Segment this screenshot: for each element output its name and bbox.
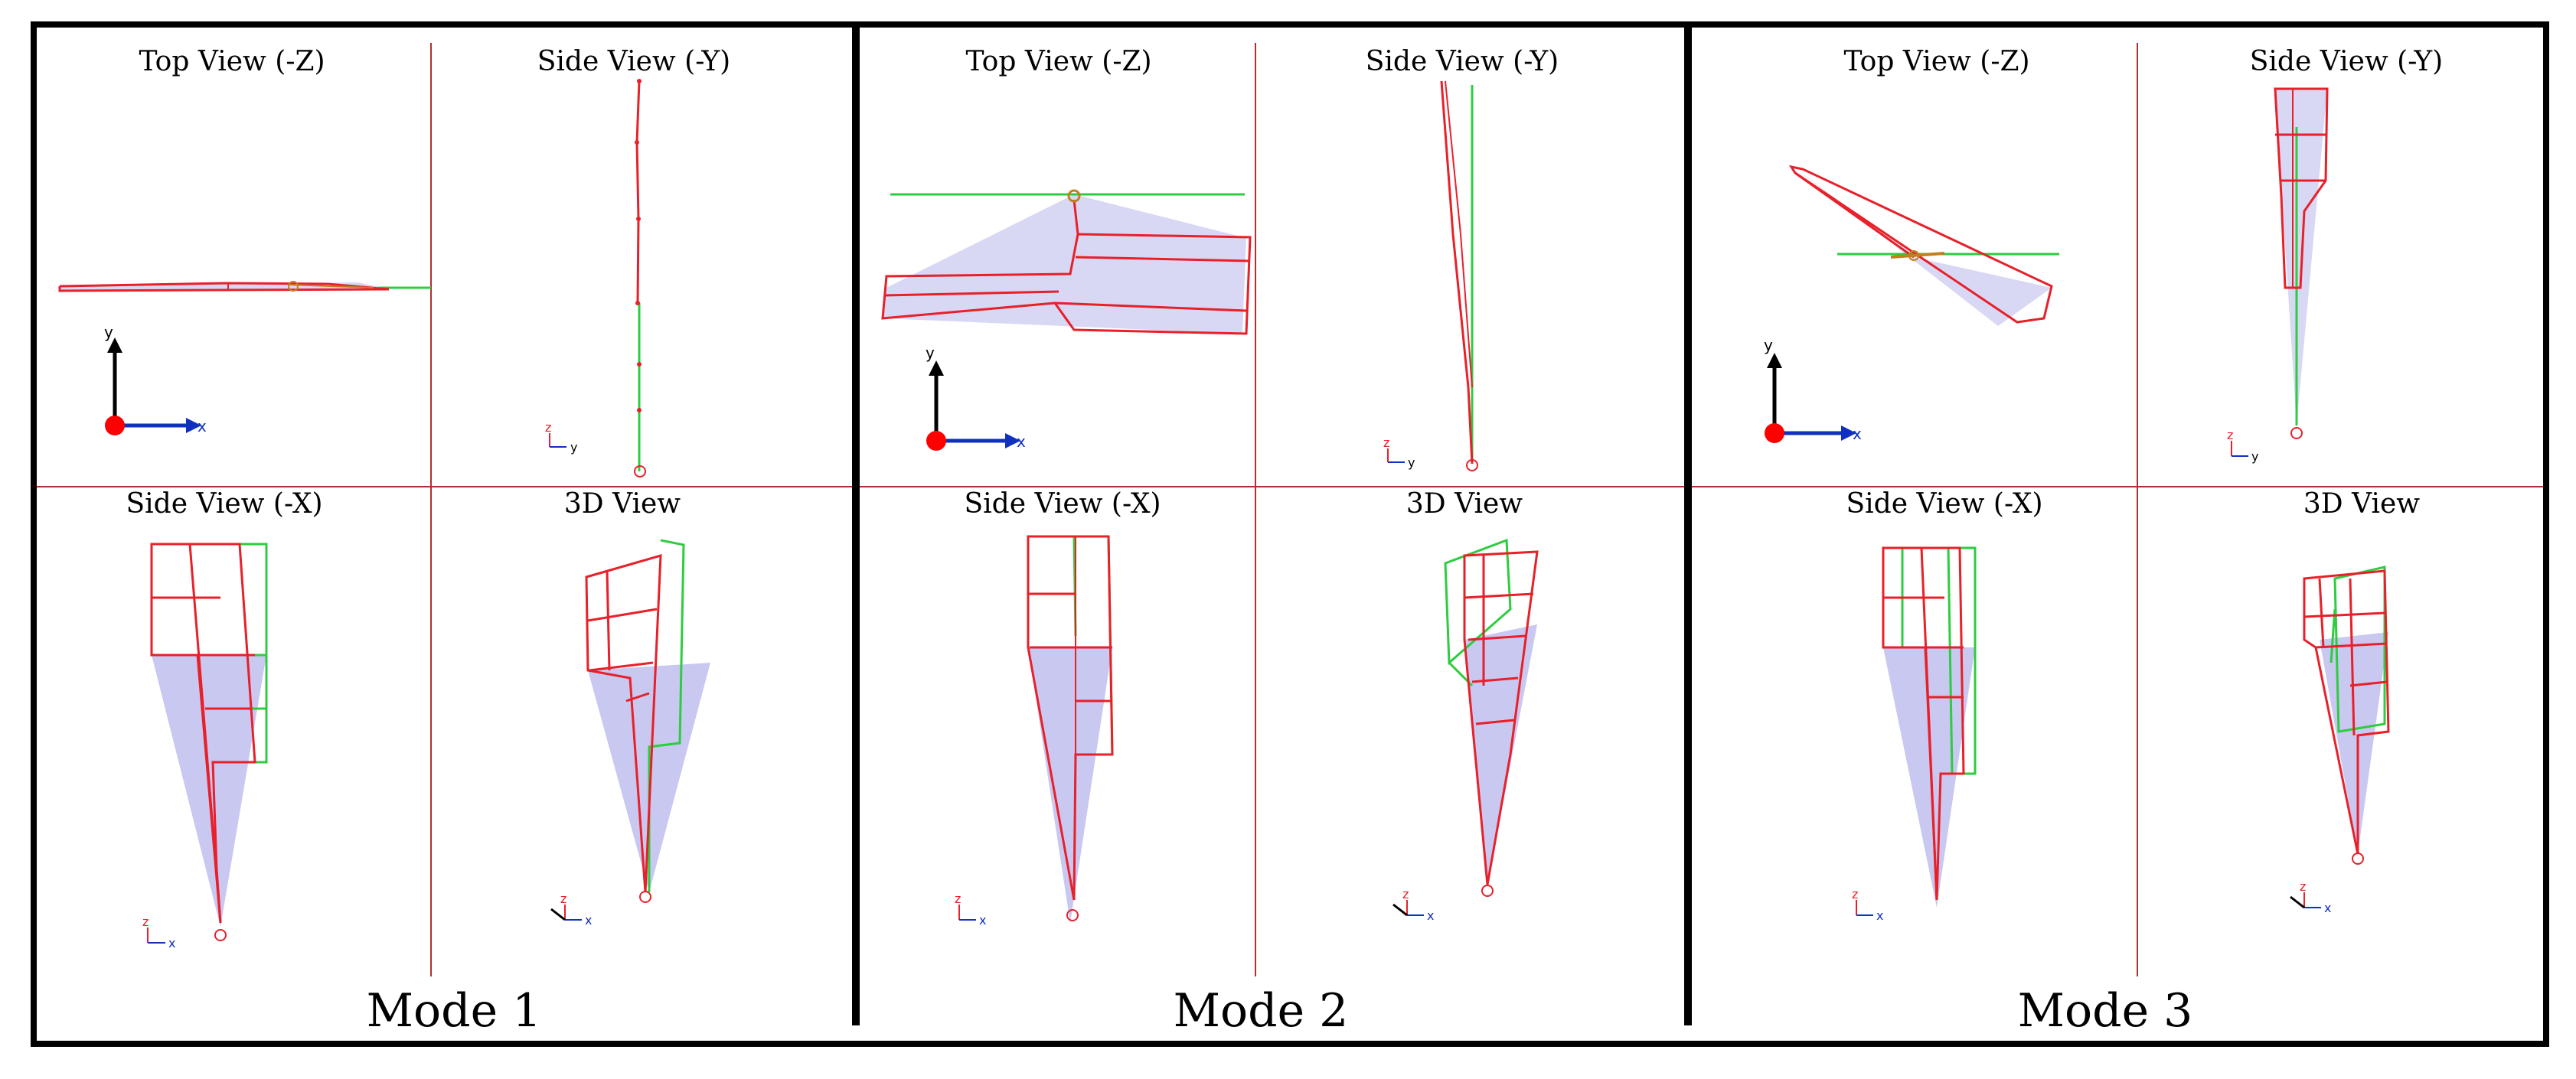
mode-2-3d-title: 3D View: [1406, 488, 1523, 520]
mode-2-side-y-axis-y: y: [1408, 455, 1415, 470]
mode-1-side-y-title: Side View (-Y): [537, 46, 731, 77]
mode-3-side-x-drawing: z x: [1852, 546, 1977, 923]
mode-separator-2: [1684, 21, 1692, 1025]
figure-frame: [31, 21, 2549, 1047]
mode-3-top-view-drawing: y x: [1764, 165, 2059, 443]
mode-3-side-y-axis-y: y: [2251, 449, 2258, 464]
mode-3-3d-drawing: z x: [2290, 566, 2390, 915]
mode-1-top-view-title: Top View (-Z): [139, 46, 325, 77]
mode-1-side-x-axis-x: x: [168, 936, 175, 950]
mode-3-top-axis-y: y: [1764, 336, 1773, 354]
mode-1-side-x-axis-z: z: [142, 914, 149, 929]
mode-2-top-view-drawing: y x: [881, 189, 1252, 451]
mode-3-side-x-axis-z: z: [1852, 887, 1858, 901]
mode-2-side-y-axis-z: z: [1383, 435, 1389, 450]
mode-1-3d-axis-x: x: [585, 913, 592, 927]
mode-1-panel: Top View (-Z) Side View (-Y) Side View (…: [37, 28, 852, 1041]
mode-1-top-axis-triad: [105, 337, 201, 435]
mode-2-side-y-title: Side View (-Y): [1365, 46, 1559, 77]
mode-1-label: Mode 1: [366, 984, 542, 1038]
mode-3-grid: [1692, 43, 2543, 976]
mode-1-top-axis-y: y: [104, 323, 113, 341]
mode-1-3d-axis-z: z: [560, 892, 566, 906]
mode-2-3d-drawing: z x: [1392, 538, 1539, 923]
mode-2-top-axis-x: x: [1017, 432, 1026, 451]
mode-2-side-x-drawing: z x: [955, 535, 1114, 927]
mode-3-label: Mode 3: [2017, 984, 2193, 1038]
mode-2-side-x-title: Side View (-X): [964, 488, 1161, 520]
mode-1-3d-title: 3D View: [563, 488, 681, 520]
mode-2-side-x-axis-x: x: [979, 913, 986, 927]
mode-3-side-y-title: Side View (-Y): [2249, 46, 2444, 77]
mode-1-side-y-axis-y: y: [570, 440, 577, 455]
mode-1-side-y-axis-z: z: [545, 420, 551, 435]
mode-1-side-y-drawing: z y: [545, 79, 646, 478]
mode-3-side-x-axis-x: x: [1876, 908, 1883, 923]
mode-1-3d-drawing: z x: [550, 539, 710, 927]
mode-3-side-y-axis-z: z: [2227, 428, 2233, 442]
mode-2-3d-axis-z: z: [1402, 887, 1409, 901]
mode-3-3d-title: 3D View: [2303, 488, 2421, 520]
mode-2-side-y-drawing: z y: [1383, 80, 1478, 471]
mode-2-top-axis-y: y: [926, 344, 935, 362]
mode-separator-1: [852, 21, 860, 1025]
mode-3-side-y-drawing: z y: [2227, 87, 2329, 464]
mode-3-3d-axis-x: x: [2324, 901, 2331, 915]
mode-2-3d-axis-x: x: [1427, 908, 1434, 923]
mode-2-panel: Top View (-Z) Side View (-Y) Side View (…: [860, 28, 1684, 1041]
mode-1-side-x-title: Side View (-X): [126, 488, 323, 520]
mode-3-panel: Top View (-Z) Side View (-Y) Side View (…: [1692, 28, 2543, 1041]
mode-1-side-x-drawing: z x: [142, 543, 268, 950]
mode-1-top-view-drawing: y x: [58, 281, 431, 435]
mode-3-side-x-title: Side View (-X): [1846, 488, 2043, 520]
mode-2-label: Mode 2: [1173, 984, 1349, 1038]
mode-3-3d-axis-z: z: [2300, 879, 2306, 894]
mode-3-top-view-title: Top View (-Z): [1843, 46, 2030, 77]
mode-2-side-x-axis-z: z: [955, 892, 961, 906]
mode-1-top-axis-x: x: [198, 417, 207, 435]
mode-2-grid: [860, 43, 1684, 976]
mode-3-top-axis-x: x: [1853, 425, 1862, 443]
mode-1-grid: [37, 43, 852, 976]
mode-2-top-view-title: Top View (-Z): [965, 46, 1152, 77]
